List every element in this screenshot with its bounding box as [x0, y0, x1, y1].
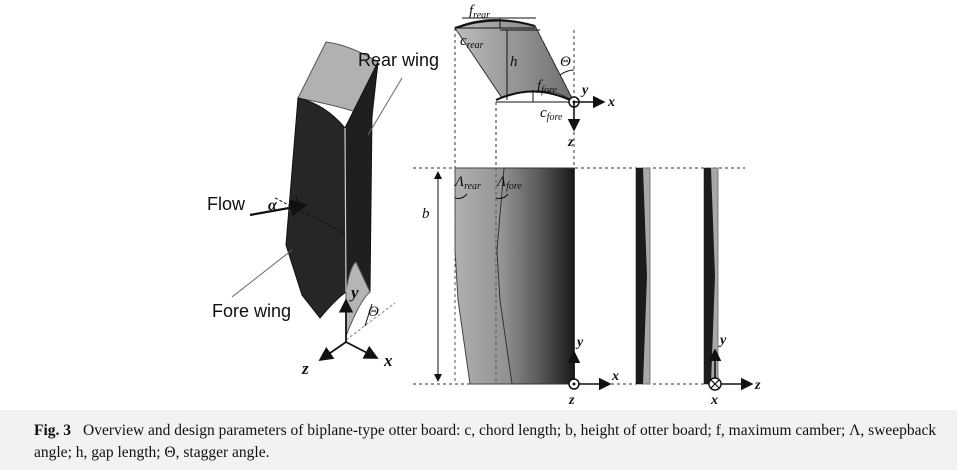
axis-x-arrow — [345, 341, 379, 359]
caption-text: Overview and design parameters of biplan… — [34, 422, 937, 461]
top-axis-z-label: z — [567, 135, 574, 150]
alpha-label: α — [268, 197, 278, 214]
side-axis-x-label: x — [710, 393, 718, 408]
side-view: y z x — [635, 167, 761, 408]
side-axis-z-label: z — [754, 378, 761, 393]
c-rear-label: crear — [460, 33, 484, 51]
figure: Rear wing Flow α Fore wing Θ y z x — [0, 0, 957, 410]
front-view: b Λrear Λfore y x z — [413, 167, 745, 408]
axis-z-label-left: z — [301, 359, 309, 378]
front-axis-z-label: z — [568, 393, 575, 408]
top-axis-x-label: x — [607, 95, 615, 110]
top-axis-y-label: y — [580, 83, 589, 98]
theta-label-top: Θ — [560, 54, 571, 70]
side-axis-y-label: y — [718, 333, 727, 348]
flow-arrow — [249, 199, 309, 217]
b-label: b — [422, 206, 430, 222]
h-label: h — [510, 54, 518, 70]
axis-y-label-left: y — [349, 283, 359, 302]
top-view: frear crear h Θ ffore cfore y x z — [454, 3, 615, 168]
fore-wing-bottom-surface — [345, 261, 371, 337]
axis-x-label-left: x — [383, 351, 393, 370]
flow-label: Flow — [207, 194, 246, 214]
axis-z-arrow — [318, 341, 347, 362]
figure-drawing: Rear wing Flow α Fore wing Θ y z x — [207, 3, 761, 408]
front-axis-y-label: y — [575, 335, 584, 350]
fore-wing-label: Fore wing — [212, 301, 291, 321]
lambda-rear-label: Λrear — [453, 174, 481, 192]
front-view-fore-wing — [496, 167, 575, 385]
f-fore-label: ffore — [537, 78, 557, 96]
f-rear-label: frear — [469, 3, 490, 21]
theta-label-left: Θ — [368, 304, 379, 320]
figure-number: Fig. 3 — [34, 422, 72, 439]
rear-wing-label: Rear wing — [358, 50, 439, 70]
c-fore-label: cfore — [540, 105, 563, 123]
front-axis-x-label: x — [611, 369, 619, 384]
left-3d-view: Rear wing Flow α Fore wing Θ y z x — [207, 41, 439, 378]
lambda-fore-label: Λfore — [495, 174, 522, 192]
